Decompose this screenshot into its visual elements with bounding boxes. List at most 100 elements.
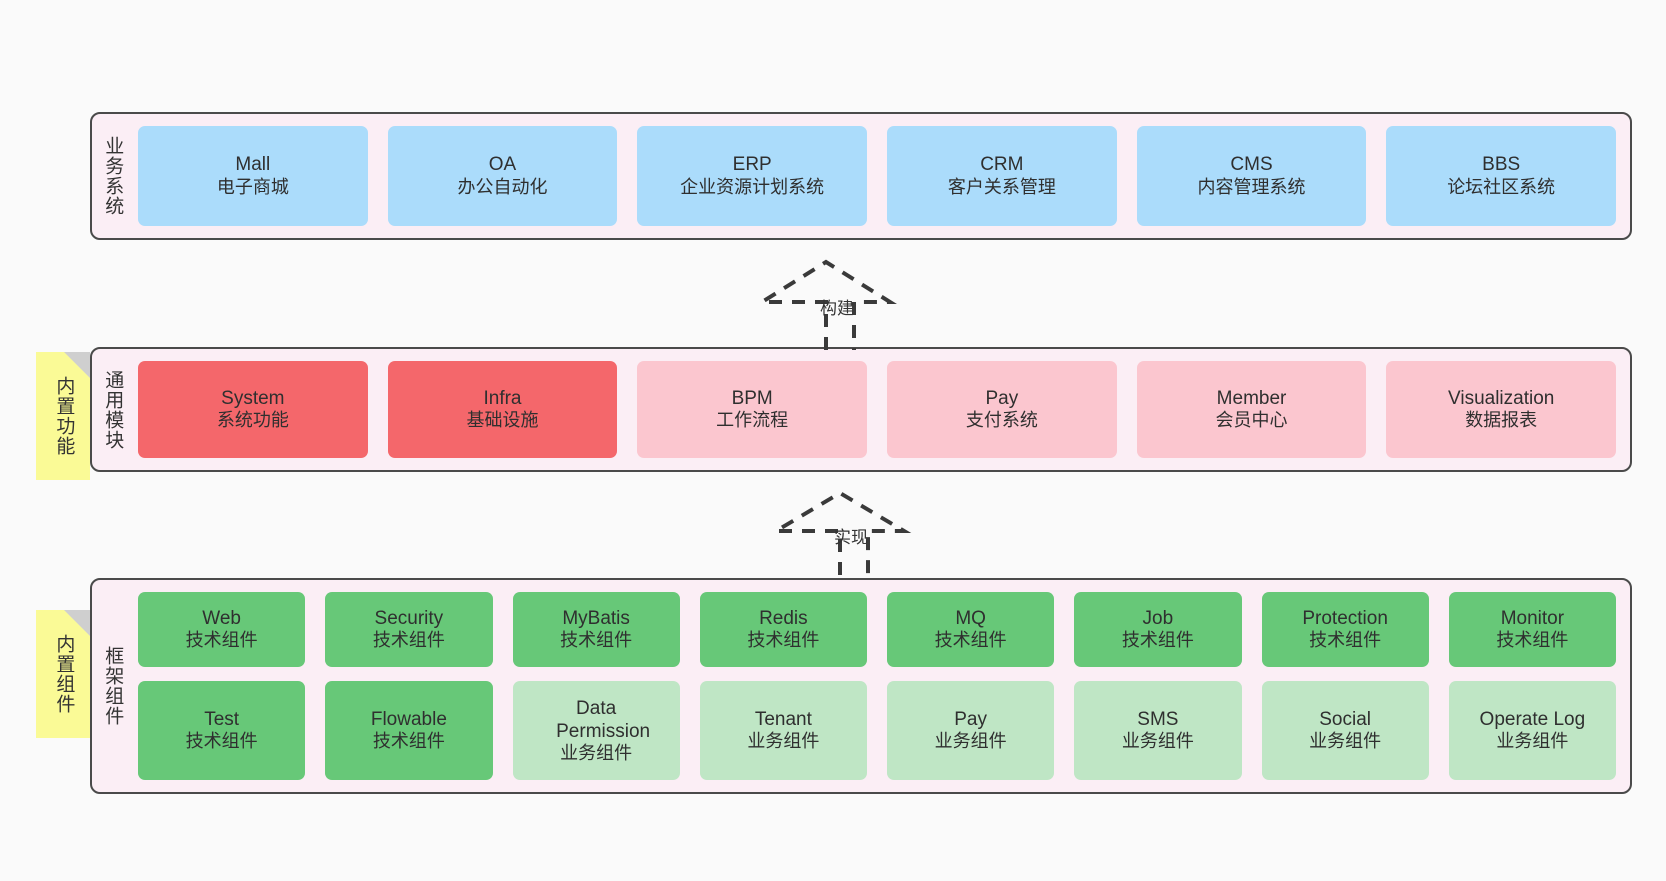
common-module-row: System 系统功能 Infra 基础设施 BPM 工作流程 Pay 支付系统…: [138, 361, 1617, 458]
card-title: Job: [1142, 608, 1174, 630]
card-title: Infra: [483, 387, 522, 409]
business-card-cms[interactable]: CMS 内容管理系统: [1136, 126, 1367, 226]
common-module-body: System 系统功能 Infra 基础设施 BPM 工作流程 Pay 支付系统…: [132, 349, 1630, 470]
connector-build-label: 构建: [820, 299, 854, 318]
sticky-fold-icon: [64, 352, 90, 378]
component-card-web[interactable]: Web 技术组件: [138, 592, 306, 668]
card-title: CMS: [1230, 154, 1273, 176]
generalization-arrow-icon: [755, 259, 897, 350]
framework-component-body: Web 技术组件 Security 技术组件 MyBatis 技术组件 Redi…: [132, 580, 1630, 792]
common-module-caption: 通用模块: [102, 369, 124, 450]
business-card-mall[interactable]: Mall 电子商城: [138, 126, 368, 226]
component-card-data-permission[interactable]: Data Permission 业务组件: [512, 681, 680, 781]
card-subtitle: 业务组件: [1496, 731, 1569, 752]
card-subtitle: 论坛社区系统: [1447, 176, 1556, 197]
card-subtitle: 技术组件: [372, 731, 445, 752]
connector-implement-label: 实现: [834, 528, 868, 547]
business-card-crm[interactable]: CRM 客户关系管理: [887, 126, 1117, 226]
card-title: Pay: [954, 709, 987, 731]
module-card-system[interactable]: System 系统功能: [138, 361, 368, 458]
module-card-member[interactable]: Member 会员中心: [1136, 361, 1367, 458]
framework-component-layer: 框架组件 Web 技术组件 Security 技术组件 MyBatis 技术组件…: [90, 578, 1632, 794]
card-title: Test: [204, 709, 240, 731]
card-title: BBS: [1482, 154, 1521, 176]
component-card-tenant[interactable]: Tenant 业务组件: [699, 681, 867, 781]
card-title: MyBatis: [562, 608, 630, 630]
card-title: Web: [202, 608, 241, 630]
sticky-note-label: 内置功能: [53, 376, 75, 456]
card-subtitle: 业务组件: [560, 742, 633, 763]
sticky-note-builtin-feature: 内置功能: [36, 352, 90, 480]
card-subtitle: 电子商城: [216, 176, 289, 197]
component-card-pay[interactable]: Pay 业务组件: [887, 681, 1055, 781]
business-system-layer: 业务系统 Mall 电子商城 OA 办公自动化 ERP 企业资源计划系统 CRM…: [90, 112, 1632, 240]
component-card-test[interactable]: Test 技术组件: [138, 681, 306, 781]
card-subtitle: 系统功能: [216, 410, 289, 431]
card-subtitle: 支付系统: [965, 410, 1038, 431]
framework-component-caption: 框架组件: [102, 646, 124, 726]
card-subtitle: 会员中心: [1215, 410, 1288, 431]
card-title: Visualization: [1448, 387, 1555, 409]
component-card-flowable[interactable]: Flowable 技术组件: [325, 681, 493, 781]
module-card-bpm[interactable]: BPM 工作流程: [637, 361, 868, 458]
card-subtitle: 业务组件: [747, 731, 820, 752]
card-title: SMS: [1137, 709, 1179, 731]
card-subtitle: 技术组件: [560, 630, 633, 651]
card-subtitle: 技术组件: [747, 630, 820, 651]
component-card-operate-log[interactable]: Operate Log 业务组件: [1448, 681, 1616, 781]
card-subtitle: 内容管理系统: [1197, 176, 1306, 197]
card-subtitle: 工作流程: [716, 410, 789, 431]
business-system-caption: 业务系统: [102, 136, 124, 216]
card-title: CRM: [980, 154, 1024, 176]
component-card-redis[interactable]: Redis 技术组件: [699, 592, 867, 668]
card-subtitle: 办公自动化: [457, 176, 548, 197]
component-card-social[interactable]: Social 业务组件: [1261, 681, 1429, 781]
card-subtitle: 业务组件: [1121, 731, 1194, 752]
component-card-protection[interactable]: Protection 技术组件: [1261, 592, 1429, 668]
card-subtitle: 技术组件: [372, 630, 445, 651]
business-card-bbs[interactable]: BBS 论坛社区系统: [1386, 126, 1617, 226]
card-title: Security: [374, 608, 444, 630]
card-subtitle: 企业资源计划系统: [680, 176, 825, 197]
card-title: Flowable: [370, 709, 447, 731]
component-card-sms[interactable]: SMS 业务组件: [1074, 681, 1242, 781]
card-title: OA: [488, 154, 517, 176]
card-title: ERP: [732, 154, 772, 176]
card-title: BPM: [731, 387, 773, 409]
card-subtitle: 技术组件: [185, 630, 258, 651]
component-card-security[interactable]: Security 技术组件: [325, 592, 493, 668]
card-title: Monitor: [1500, 608, 1565, 630]
business-system-body: Mall 电子商城 OA 办公自动化 ERP 企业资源计划系统 CRM 客户关系…: [132, 114, 1630, 238]
card-title: System: [221, 387, 285, 409]
component-card-monitor[interactable]: Monitor 技术组件: [1448, 592, 1616, 668]
business-card-oa[interactable]: OA 办公自动化: [387, 126, 618, 226]
common-module-layer: 通用模块 System 系统功能 Infra 基础设施 BPM 工作流程 Pay…: [90, 347, 1632, 472]
connector-build: 构建: [755, 258, 910, 350]
card-subtitle: 基础设施: [466, 410, 539, 431]
card-title: Mall: [235, 154, 271, 176]
framework-row-bottom: Test 技术组件 Flowable 技术组件 Data Permission …: [138, 681, 1616, 781]
card-subtitle: 技术组件: [1309, 630, 1382, 651]
card-subtitle: 技术组件: [185, 731, 258, 752]
card-title: Tenant: [754, 709, 812, 731]
component-card-mq[interactable]: MQ 技术组件: [887, 592, 1055, 668]
business-card-erp[interactable]: ERP 企业资源计划系统: [637, 126, 868, 226]
card-title: Data Permission: [556, 697, 651, 742]
module-card-pay[interactable]: Pay 支付系统: [887, 361, 1117, 458]
module-card-visualization[interactable]: Visualization 数据报表: [1386, 361, 1617, 458]
component-card-job[interactable]: Job 技术组件: [1074, 592, 1242, 668]
business-system-row: Mall 电子商城 OA 办公自动化 ERP 企业资源计划系统 CRM 客户关系…: [138, 126, 1617, 226]
card-title: Pay: [985, 387, 1019, 409]
connector-implement: 实现: [768, 490, 924, 575]
card-subtitle: 技术组件: [934, 630, 1007, 651]
card-title: Member: [1216, 387, 1287, 409]
sticky-fold-icon: [64, 610, 90, 636]
component-card-mybatis[interactable]: MyBatis 技术组件: [512, 592, 680, 668]
card-title: Redis: [759, 608, 808, 630]
module-card-infra[interactable]: Infra 基础设施: [387, 361, 618, 458]
card-subtitle: 业务组件: [1309, 731, 1382, 752]
card-title: MQ: [955, 608, 986, 630]
card-subtitle: 技术组件: [1496, 630, 1569, 651]
sticky-note-builtin-component: 内置组件: [36, 610, 90, 738]
card-title: Protection: [1302, 608, 1388, 630]
